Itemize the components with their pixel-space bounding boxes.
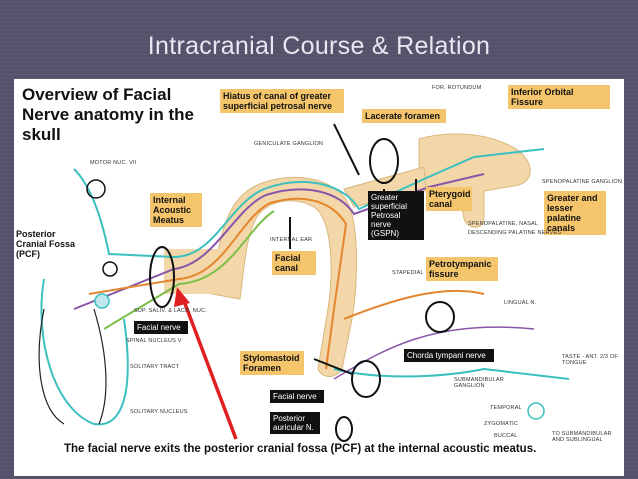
cyan-nerve <box>73 148 545 259</box>
facial-nerve-box-lower: Facial nerve <box>270 390 324 403</box>
petrotympanic-fissure-box: Petrotympanic fissure <box>426 257 498 281</box>
taste-label: TASTE - ANT. 2/3 OF TONGUE <box>562 354 618 366</box>
posterior-auricular-box: Posterior auricular N. <box>270 412 320 434</box>
posterior-auricular-marker <box>335 416 353 442</box>
hiatus-box: Hiatus of canal of greater superficial p… <box>220 89 344 113</box>
lingual-nerve-label: LINGUAL N. <box>504 300 537 306</box>
anatomy-figure: Overview of Facial Nerve anatomy in the … <box>14 79 624 476</box>
chorda-tympani-box: Chorda tympani nerve <box>404 349 494 362</box>
red-arrowhead <box>174 287 190 307</box>
chorda-marker <box>425 301 455 333</box>
pointer-stylomastoid <box>313 358 353 375</box>
figure-caption: The facial nerve exits the posterior cra… <box>64 443 537 455</box>
pcf-label: Posterior Cranial Fossa (PCF) <box>16 229 76 259</box>
slide-title: Intracranial Course & Relation <box>147 32 491 60</box>
hiatus-marker <box>369 138 399 184</box>
anatomy-drawing <box>38 123 570 442</box>
facial-nerve-box-upper: Facial nerve <box>134 321 188 334</box>
gspn-box: Greater superficial Petrosal nerve (GSPN… <box>368 191 424 240</box>
red-arrow <box>182 300 238 440</box>
facial-canal-bone <box>211 176 358 377</box>
internal-acoustic-meatus-box: Internal Acoustic Meatus <box>150 193 202 227</box>
spinal-nucleus-label: SPINAL NUCLEUS V <box>126 338 182 344</box>
sphenopalatine-ganglion-label: SPENOPALATINE GANGLION <box>542 179 622 185</box>
inferior-orbital-fissure-box: Inferior Orbital Fissure <box>508 85 610 109</box>
to-submandibular-label: TO SUBMANDIBULAR AND SUBLINGUAL <box>552 431 612 443</box>
orange-nerve <box>88 197 348 370</box>
lingual-nerve <box>343 289 485 320</box>
internal-ear-label: INTERNAL EAR <box>270 237 313 243</box>
solitary-tract-label: SOLITARY TRACT <box>130 364 180 370</box>
sphenopalatine-nasal-label: SPENOPALATINE, NASAL <box>468 221 539 227</box>
foramen-rotundum-label: FOR. ROTUNDUM <box>432 85 482 91</box>
brainstem-outline <box>38 308 107 425</box>
internal-meatus-marker <box>149 246 175 308</box>
buccal-label: BUCCAL <box>494 433 518 439</box>
figure-heading: Overview of Facial Nerve anatomy in the … <box>22 85 194 144</box>
motor-nucleus-label: MOTOR NUC. VII <box>90 160 137 166</box>
geniculate-ganglion-label: GENICULATE GANGLION <box>254 141 324 147</box>
palatine-canals-box: Greater and lesser palatine canals <box>544 191 606 235</box>
stapedial-label: STAPEDIAL <box>392 270 424 276</box>
facial-canal-box: Facial canal <box>272 251 316 275</box>
green-nerve <box>103 210 275 330</box>
purple-nerve <box>73 173 485 310</box>
motor-nucleus-circle <box>86 179 106 199</box>
ganglion-circle-lower <box>94 293 110 309</box>
solitary-nucleus-label: SOLITARY NUCLEUS <box>130 409 188 415</box>
petrous-bone-channel <box>164 249 224 294</box>
submandibular-circle <box>527 402 545 420</box>
stylomastoid-foramen-box: Stylomastoid Foramen <box>240 351 304 375</box>
chorda-line <box>333 326 535 380</box>
temporal-label: TEMPORAL <box>490 405 522 411</box>
ganglion-circle-upper <box>102 261 118 277</box>
cyan-lower-nerve <box>333 367 570 380</box>
pointer-hiatus <box>333 123 360 176</box>
submandibular-ganglion-label: SUBMANDIBULAR GANGLION <box>454 377 504 389</box>
brainstem-cyan <box>40 278 129 426</box>
stylomastoid-marker <box>351 360 381 398</box>
descending-palatine-label: DESCENDING PALATINE NERVES <box>468 230 562 236</box>
sup-saliv-label: SUP. SALIV. & LACR. NUC. <box>134 308 207 314</box>
lacerate-foramen-box: Lacerate foramen <box>362 109 446 123</box>
zygomatic-label: ZYGOMATIC <box>484 421 519 427</box>
pterygoid-canal-box: Pterygoid canal <box>426 187 472 211</box>
pterygopalatine-bone <box>418 133 531 228</box>
